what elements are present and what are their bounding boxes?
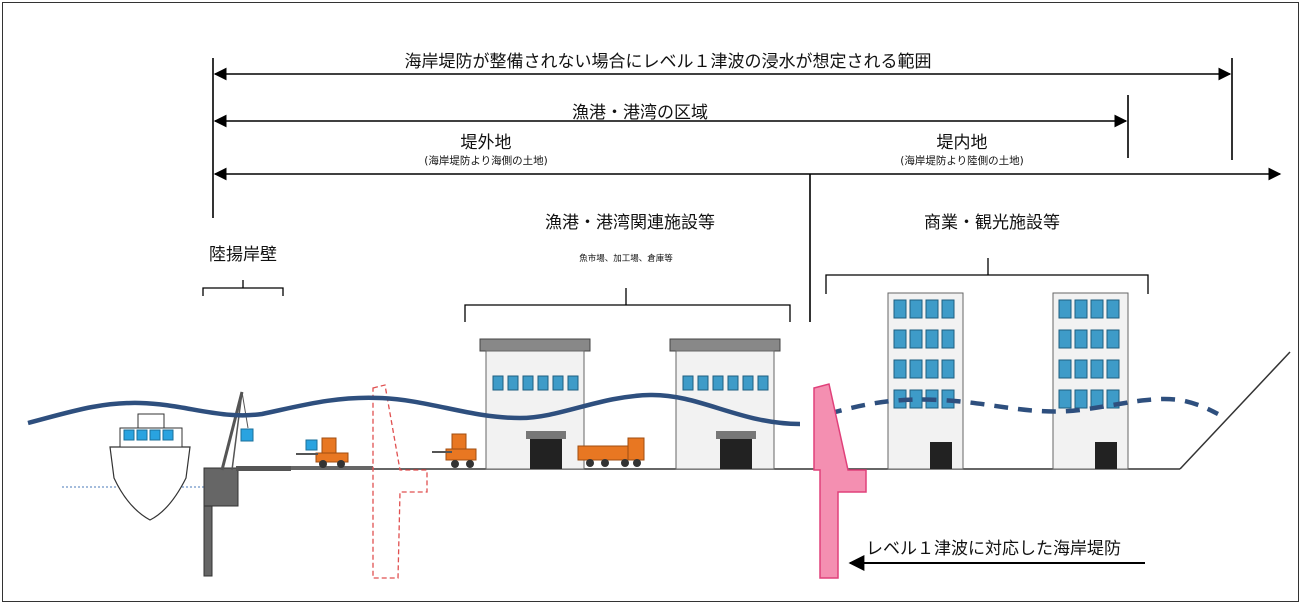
truck <box>577 437 645 467</box>
port-facilities-brace <box>464 288 791 322</box>
braces <box>202 258 1149 322</box>
warehouse-2 <box>669 338 781 470</box>
crane <box>220 391 254 471</box>
quay-brace <box>202 280 284 296</box>
dashed-levee <box>372 384 428 579</box>
forklift-2 <box>432 433 477 468</box>
tsunami-wave <box>27 392 801 427</box>
coastal-levee <box>813 383 867 579</box>
port-area-label: 漁港・港湾の区域 <box>572 103 708 123</box>
quay-wall <box>203 466 373 577</box>
levee-caption: レベル１津波に対応した海岸堤防 <box>866 539 1121 559</box>
range-arrows <box>212 58 1282 322</box>
office-building-2 <box>1052 292 1129 470</box>
inside-levee-note: (海岸堤防より陸側の土地) <box>900 155 1024 167</box>
warehouse-1 <box>479 338 591 470</box>
forklift-1 <box>296 437 349 468</box>
port-facilities-examples: 魚市場、加工場、倉庫等 <box>579 254 673 264</box>
outside-levee-label: 堤外地 <box>460 133 512 153</box>
hill-slope <box>1179 351 1291 470</box>
commercial-facilities-label: 商業・観光施設等 <box>924 213 1060 233</box>
tsunami-wave-dashed <box>827 396 1220 417</box>
outside-levee-note: (海岸堤防より海側の土地) <box>424 155 548 167</box>
commercial-brace <box>825 258 1149 294</box>
ship <box>109 413 191 521</box>
port-facilities-label: 漁港・港湾関連施設等 <box>545 213 715 233</box>
quay-label: 陸揚岸壁 <box>209 245 277 265</box>
office-building-1 <box>887 292 964 470</box>
inside-levee-label: 堤内地 <box>936 133 988 153</box>
inundation-range-label: 海岸堤防が整備されない場合にレベル１津波の浸水が想定される範囲 <box>404 52 932 72</box>
